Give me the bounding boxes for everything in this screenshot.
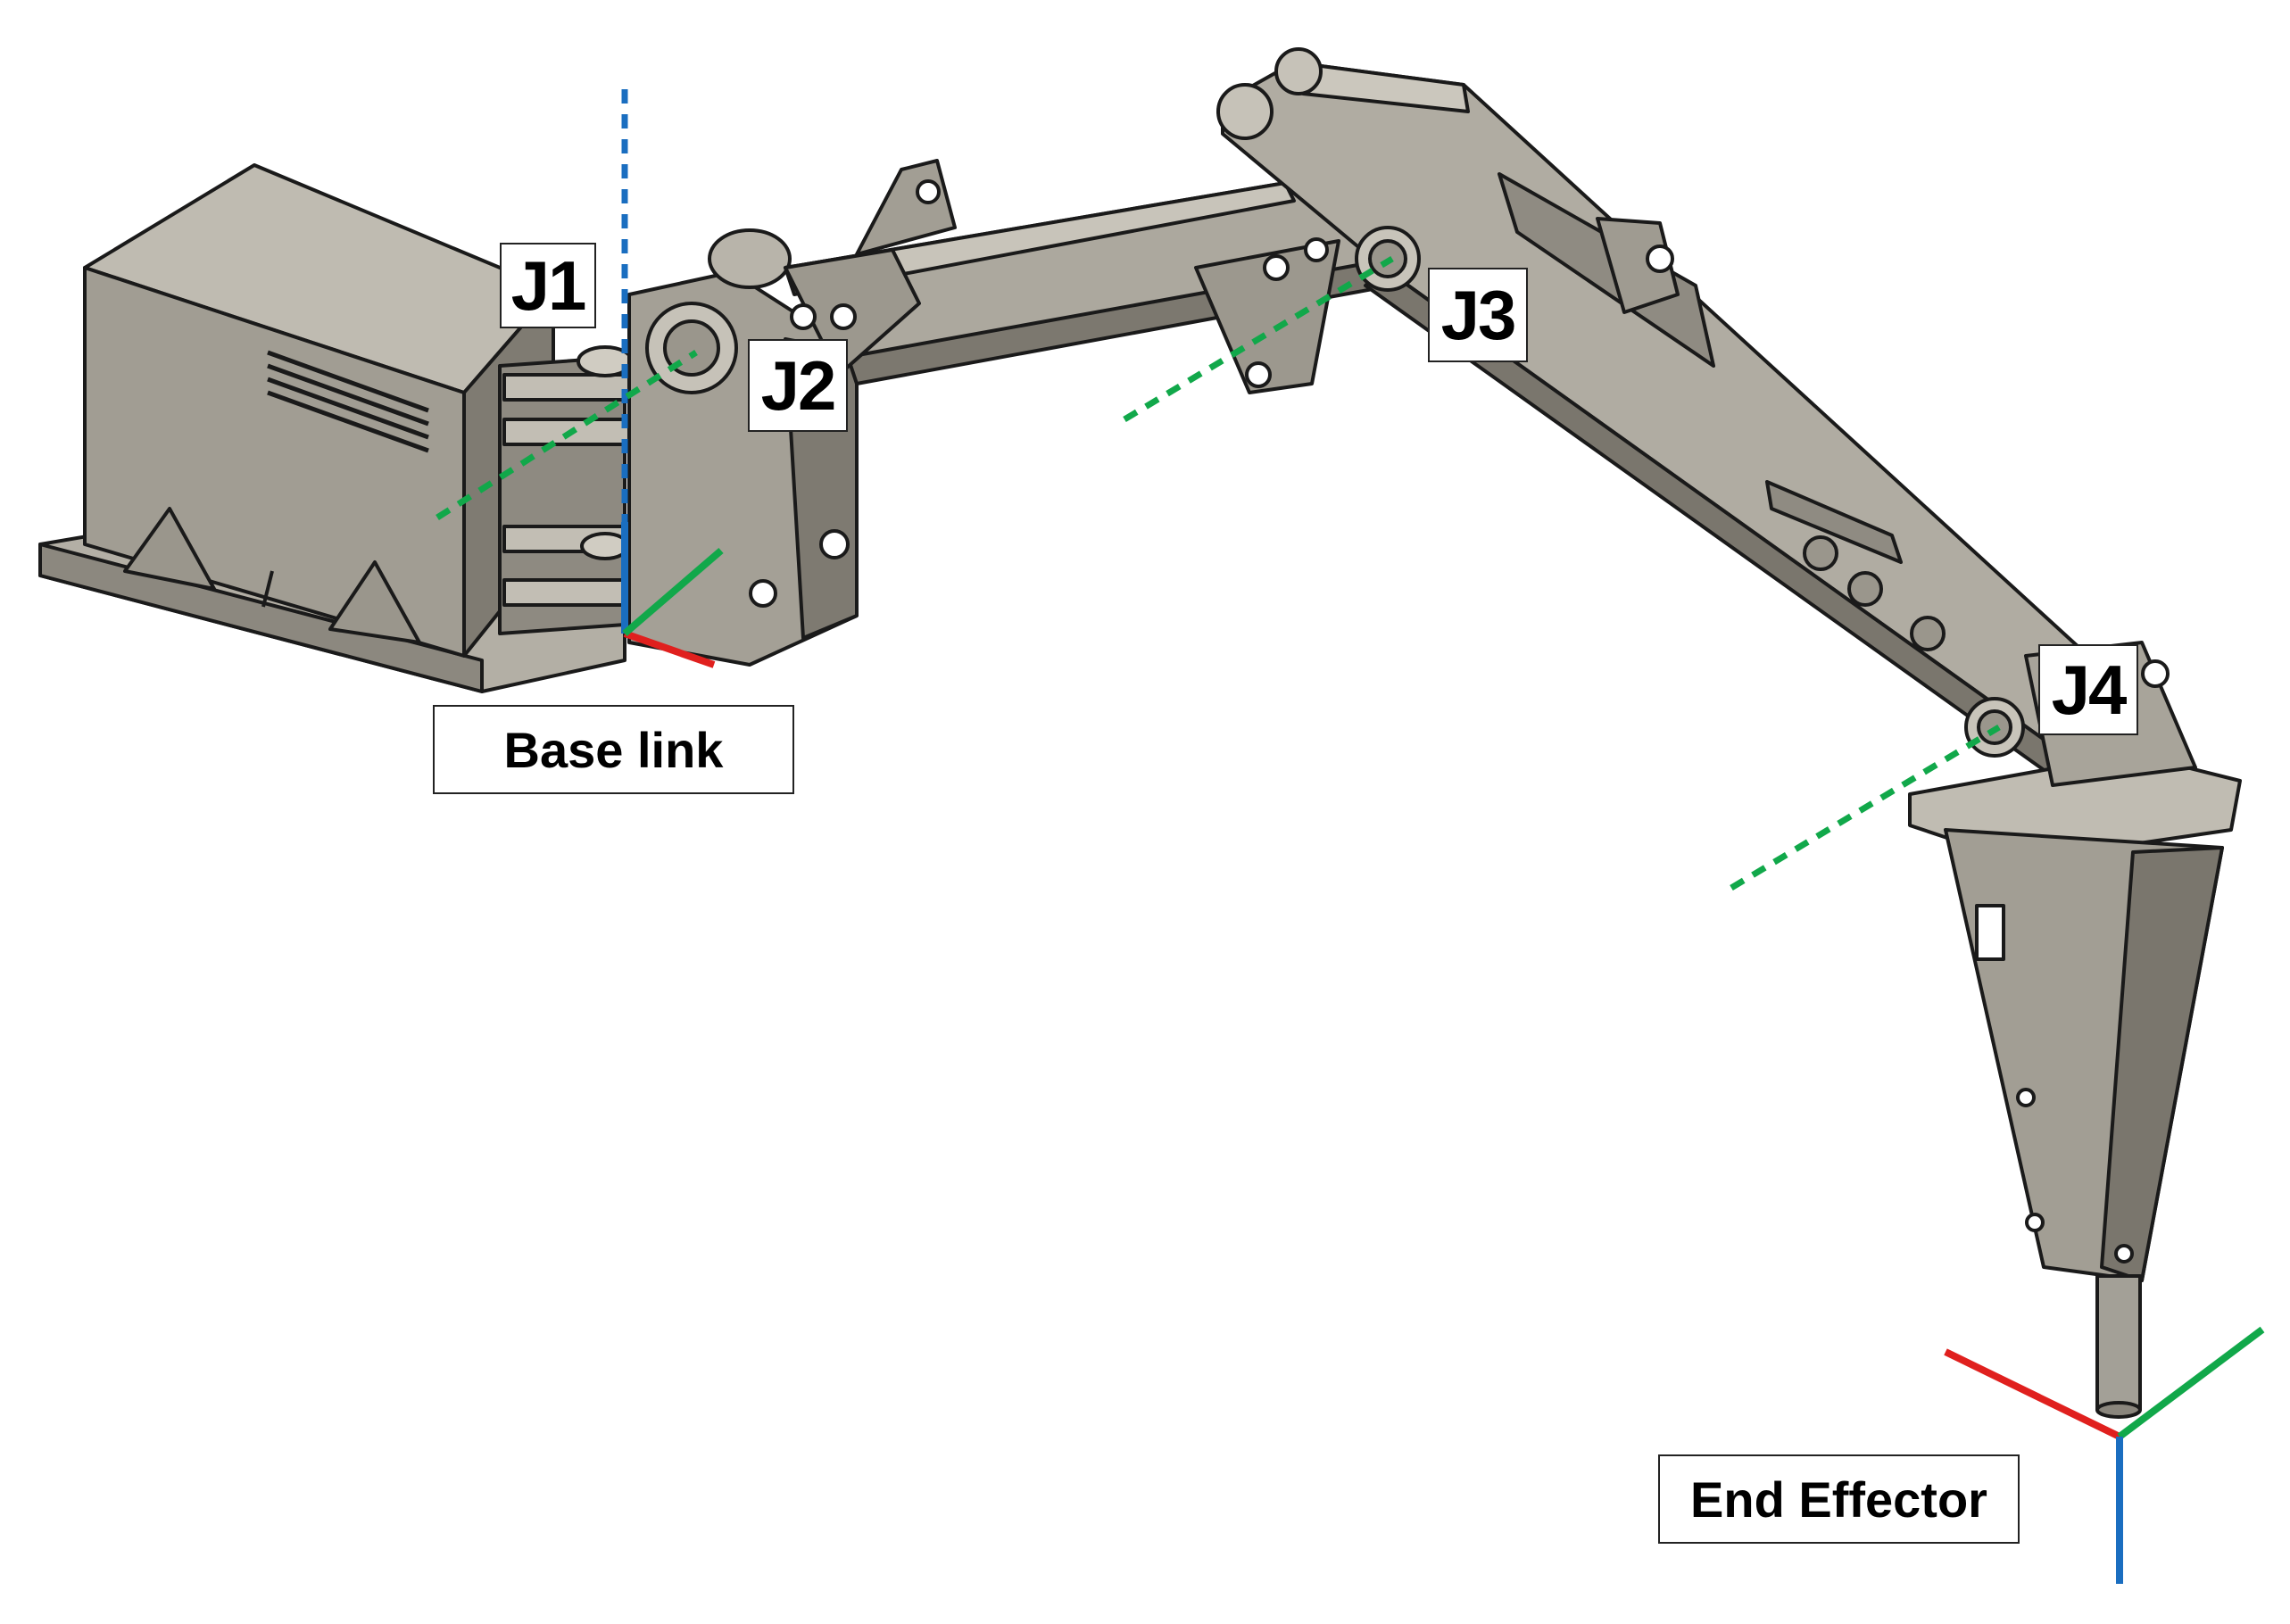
j2-label: J2 [748,339,848,432]
j1-bracket [498,345,634,635]
j4-axis [1730,724,2001,891]
end-effector-label: End Effector [1658,1454,2020,1544]
base-x-axis [623,630,716,668]
j2-axis [436,350,698,520]
ee-y-axis [2117,1326,2265,1440]
boom-link [784,159,1394,394]
j3-label: J3 [1428,268,1528,362]
base-link-label: Base link [433,705,794,794]
j3-axis [1123,255,1394,423]
base-y-axis [622,547,724,637]
j4-label: J4 [2038,644,2138,735]
hammer-body [1908,641,2242,1419]
ee-x-axis [1944,1348,2121,1440]
stick-link [1216,47,2144,778]
j1-label: J1 [500,243,596,328]
